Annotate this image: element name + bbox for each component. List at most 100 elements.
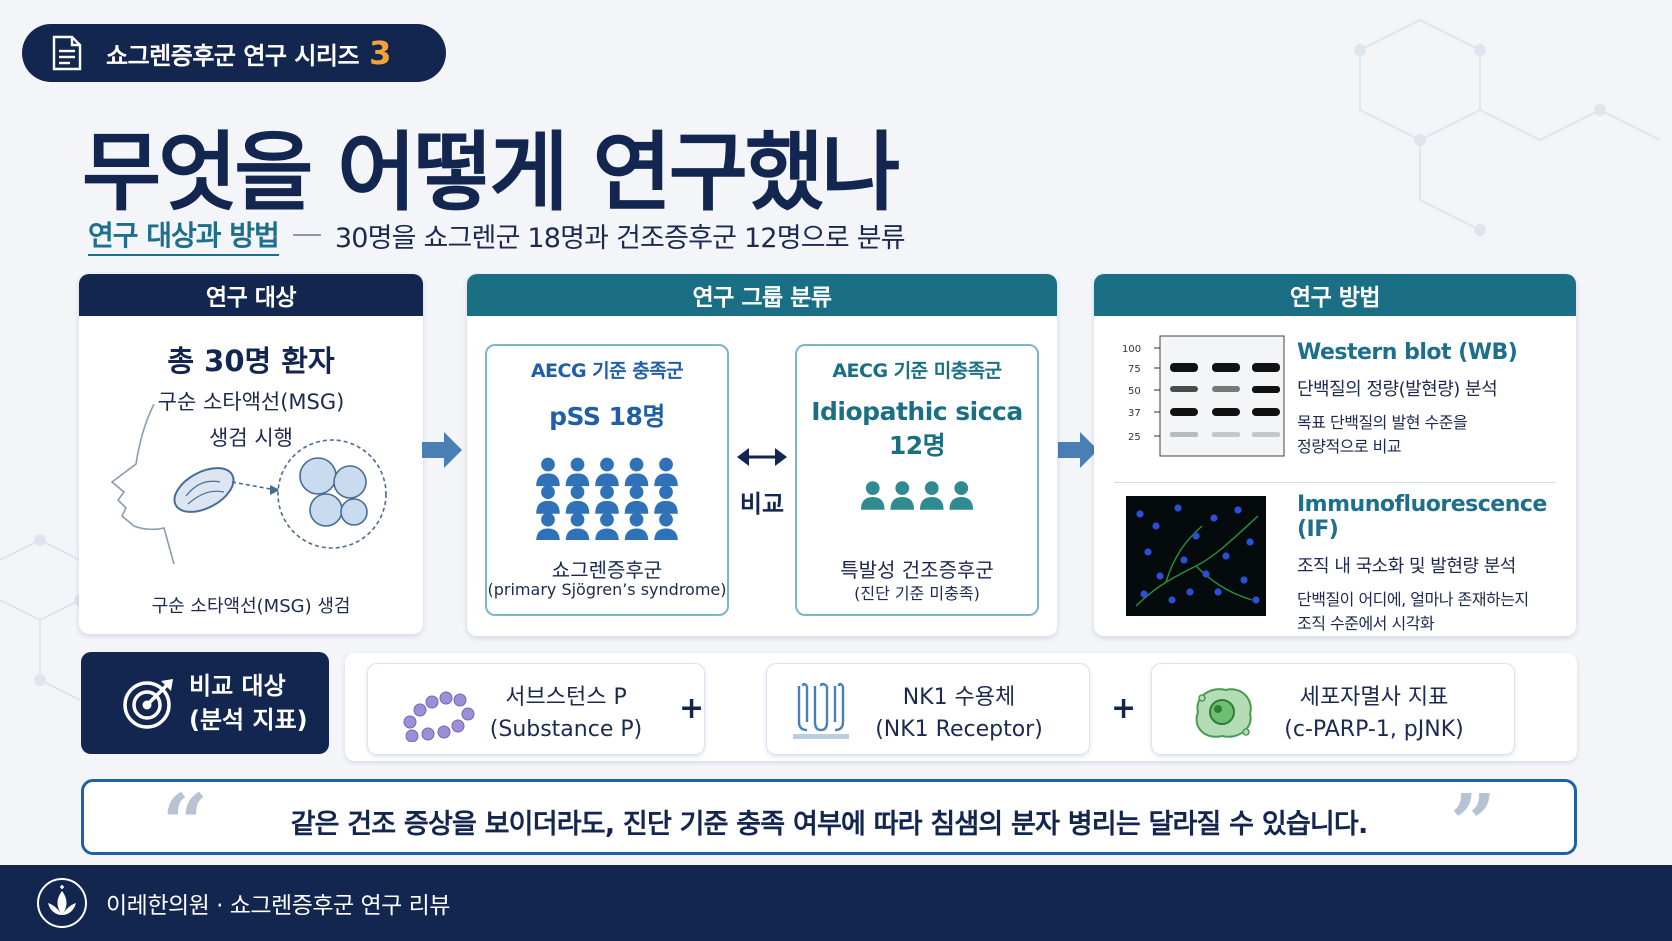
person-icon [536,485,560,514]
compare-label: 비교 [739,490,785,518]
person-icon [565,485,590,514]
person-icon [536,457,560,487]
person-icon [919,481,944,510]
indicator-name: NK1 수용체 [902,685,1016,710]
series-badge: 쇼그렌증후군 연구 시리즈 3 [22,24,446,82]
method-note-line: 조직 수준에서 시각화 [1297,614,1435,633]
method-western-blot: Western blot (WB) 단백질의 정량(발현량) 분석 목표 단백질… [1297,340,1518,459]
flow-arrow-icon [422,432,462,468]
document-icon [52,35,82,71]
method-note-line: 정량적으로 비교 [1297,437,1402,456]
person-icon [949,481,974,510]
nucleus-dot [1234,506,1242,514]
indicator-substance-p: 서브스턴스 P (Substance P) [367,663,705,755]
nucleus-dot [1168,596,1176,604]
key-message-box: “ 같은 건조 증상을 보이더라도, 진단 기준 충족 여부에 따라 침샘의 분… [81,776,1577,870]
method-note-line: 단백질이 어디에, 얼마나 존재하는지 [1297,590,1529,609]
comparison-label: 비교 대상 (분석 지표) [189,669,308,737]
people-group-icon [536,457,678,540]
subtitle-description: 30명을 쇼그렌군 18명과 건조증후군 12명으로 분류 [334,222,906,254]
western-blot-image: 100 75 50 37 25 [1122,335,1285,457]
ladder-label: 100 [1122,344,1141,355]
indicator-subname: (NK1 Receptor) [875,717,1043,742]
nucleus-dot [1144,548,1152,556]
person-icon [595,457,619,487]
person-icon [595,512,619,540]
group-count: pSS 18명 [549,402,665,431]
indicator-name: 서브스턴스 P [505,685,627,710]
nucleus-dot [1246,538,1254,546]
ladder-label: 25 [1128,432,1141,443]
nucleus-dot [1174,504,1182,512]
group-criteria: AECG 기준 미충족군 [832,360,1002,382]
subtitle-dash [292,234,321,236]
indicator-text: 서브스턴스 P (Substance P) [486,682,646,746]
method-name: Immunofluorescence (IF) [1297,492,1547,542]
procedure-line-1: 구순 소타액선(MSG) [157,390,345,414]
ladder-label: 75 [1128,364,1141,375]
comparison-label-line: (분석 지표) [189,706,308,734]
nucleus-dot [1136,510,1144,518]
biopsy-caption: 구순 소타액선(MSG) 생검 [151,596,351,617]
apoptotic-cell-icon [1195,688,1252,738]
group-subname: (진단 기준 미충족) [854,584,980,603]
total-patients: 총 30명 환자 [167,344,335,378]
group-count: Idiopathic sicca 12명 [811,397,1023,460]
ladder-label: 50 [1128,386,1141,397]
person-icon [536,512,560,540]
plus-sign: + [1111,691,1137,726]
footer-text: 이레한의원 · 쇼그렌증후군 연구 리뷰 [106,893,450,919]
key-message: 같은 건조 증상을 보이더라도, 진단 기준 충족 여부에 따라 침샘의 분자 … [290,809,1369,840]
indicator-text: 세포자멸사 지표 (c-PARP-1, pJNK) [1272,682,1476,746]
method-note-line: 목표 단백질의 발현 수준을 [1297,413,1468,432]
ladder-label: 37 [1128,408,1141,419]
methods-header: 연구 방법 [1094,274,1576,316]
person-icon [565,457,590,487]
person-icon [654,485,678,514]
group-card-sicca: AECG 기준 미충족군 Idiopathic sicca 12명 특발성 건조… [795,344,1039,616]
methods-panel: 연구 방법 100 75 50 37 25 Western blot (WB) … [1094,274,1576,636]
method-immunofluorescence: Immunofluorescence (IF) 조직 내 국소화 및 발현량 분… [1297,492,1576,636]
person-icon [565,512,590,540]
groups-panel: 연구 그룹 분류 AECG 기준 충족군 pSS 18명 쇼그렌증후군 (pri… [467,274,1057,636]
method-divider [1114,482,1556,483]
peptide-chain-icon [403,691,475,742]
series-label: 쇼그렌증후군 연구 시리즈 [106,41,360,70]
series-number: 3 [369,34,392,72]
nucleus-dot [1222,552,1230,560]
indicator-nk1-receptor: NK1 수용체 (NK1 Receptor) [766,663,1090,755]
footer: 이레한의원 · 쇼그렌증후군 연구 리뷰 [0,865,1672,941]
method-name: Western blot (WB) [1297,340,1518,365]
nucleus-dot [1152,522,1160,530]
nucleus-dot [1186,588,1194,596]
target-icon [123,679,173,729]
person-icon [654,457,678,487]
procedure-line-2: 생검 시행 [209,426,293,450]
group-criteria: AECG 기준 충족군 [530,360,684,382]
flow-arrow-icon [1058,432,1098,468]
close-quote-icon: ” [1449,776,1496,870]
nucleus-dot [1192,532,1200,540]
indicator-subname: (Substance P) [489,717,643,742]
person-icon [890,481,915,510]
people-group-icon [860,481,974,510]
nucleus-dot [1156,572,1164,580]
group-subname: (primary Sjögren’s syndrome) [487,580,727,599]
nucleus-dot [1240,576,1248,584]
group-card-pss: AECG 기준 충족군 pSS 18명 쇼그렌증후군 (primary Sjög… [485,344,729,616]
group-name: 특발성 건조증후군 [840,558,994,582]
nucleus-dot [1140,590,1148,598]
indicators-strip: 서브스턴스 P (Substance P) + NK1 수용체 (NK1 Rec… [345,653,1577,761]
person-icon [595,485,619,514]
lotus-logo-icon [37,878,87,928]
group-name: 쇼그렌증후군 [551,558,663,582]
plus-sign: + [679,691,705,726]
open-quote-icon: “ [162,776,209,870]
page-title: 무엇을 어떻게 연구했나 [82,123,900,223]
nucleus-dot [1210,514,1218,522]
subtitle: 연구 대상과 방법 30명을 쇼그렌군 18명과 건조증후군 12명으로 분류 [88,214,906,256]
nucleus-dot [1202,570,1210,578]
person-icon [654,512,678,540]
comparison-label-box: 비교 대상 (분석 지표) [81,652,329,754]
person-icon [860,481,885,510]
